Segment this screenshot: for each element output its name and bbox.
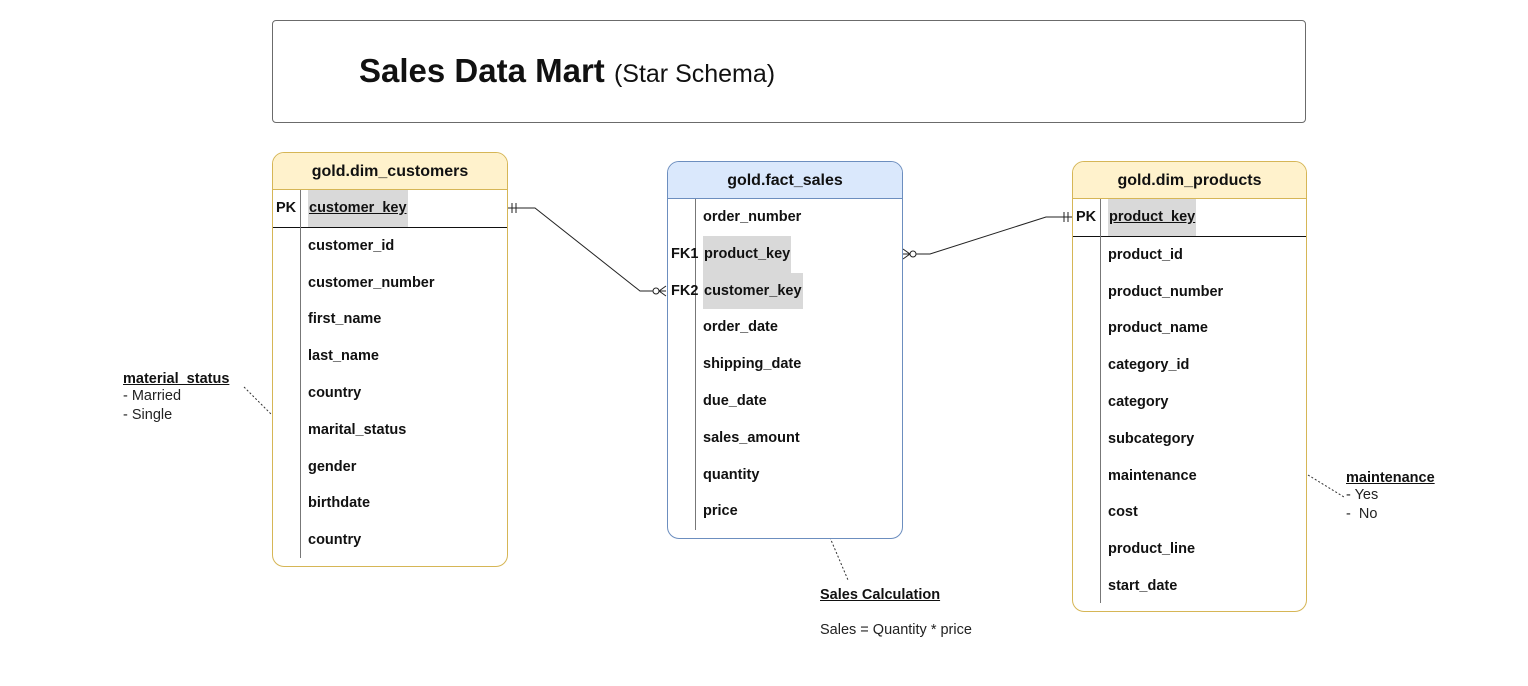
table-row-pk[interactable]: PK customer_key — [273, 190, 507, 228]
field-name: first_name — [308, 311, 382, 328]
field-due-date: due_date — [703, 392, 767, 409]
table-row[interactable]: country — [273, 522, 507, 559]
note-title: Sales Calculation — [820, 587, 941, 603]
table-row[interactable]: birthdate — [273, 485, 507, 522]
title-box: Sales Data Mart (Star Schema) — [272, 20, 1306, 123]
field-name: last_name — [308, 348, 379, 365]
table-row[interactable]: order_number — [668, 199, 902, 236]
table-row[interactable]: product_number — [1073, 274, 1306, 311]
table-dim-products[interactable]: gold.dim_products PK product_key product… — [1072, 161, 1307, 612]
field-product-key: product_key — [1108, 199, 1197, 236]
field-name: customer_id — [308, 237, 395, 254]
table-header: gold.fact_sales — [668, 162, 902, 199]
table-row[interactable]: category_id — [1073, 347, 1306, 384]
table-row[interactable]: country — [273, 375, 507, 412]
fk2-label: FK2 — [671, 282, 699, 299]
field-name: customer_number — [308, 274, 435, 291]
table-row[interactable]: customer_number — [273, 265, 507, 302]
field-sales-amount: sales_amount — [703, 429, 800, 446]
product-zero-marker — [909, 250, 917, 258]
field-name: product_number — [1108, 283, 1224, 300]
note-marital-status: material_status - Married - Single — [123, 371, 229, 425]
field-shipping-date: shipping_date — [703, 356, 802, 373]
table-row[interactable]: maintenance — [1073, 458, 1306, 495]
field-customer-key: customer_key — [308, 190, 408, 227]
table-row[interactable]: product_id — [1073, 237, 1306, 274]
field-order-number: order_number — [703, 209, 802, 225]
table-row[interactable]: gender — [273, 449, 507, 486]
field-name: category — [1108, 393, 1169, 410]
table-header: gold.dim_products — [1073, 162, 1306, 199]
pk-label: PK — [1076, 209, 1097, 225]
column-divider — [1100, 199, 1101, 603]
diagram-title: Sales Data Mart (Star Schema) — [359, 52, 775, 90]
field-price: price — [703, 503, 738, 520]
field-name: product_line — [1108, 541, 1196, 558]
note-title: material_status — [123, 371, 230, 387]
field-name: category_id — [1108, 357, 1190, 374]
field-name: maintenance — [1108, 467, 1197, 484]
product-relationship-line — [903, 216, 1072, 255]
table-row[interactable]: sales_amount — [668, 420, 902, 457]
table-row[interactable]: product_line — [1073, 531, 1306, 568]
column-divider — [300, 190, 301, 558]
sales-formula: Sales = Quantity * price — [820, 622, 972, 638]
note-sales-calculation: Sales Calculation Sales = Quantity * pri… — [820, 587, 972, 640]
table-row[interactable]: cost — [1073, 494, 1306, 531]
note-line: - Single — [123, 407, 173, 423]
table-row[interactable]: marital_status — [273, 412, 507, 449]
title-subtitle: (Star Schema) — [613, 60, 776, 88]
table-row[interactable]: shipping_date — [668, 346, 902, 383]
table-row[interactable]: due_date — [668, 383, 902, 420]
customer-crowfoot-marker — [658, 285, 667, 297]
note-line: - No — [1346, 506, 1378, 522]
table-dim-customers[interactable]: gold.dim_customers PK customer_key custo… — [272, 152, 508, 567]
field-name: start_date — [1108, 577, 1178, 594]
maintenance-note-connector — [1307, 474, 1345, 498]
title-main: Sales Data Mart — [359, 52, 605, 89]
table-row[interactable]: FK1 product_key — [668, 235, 902, 273]
table-header: gold.dim_customers — [273, 153, 507, 190]
field-name: product_id — [1108, 246, 1183, 263]
field-name: product_name — [1108, 320, 1208, 337]
field-customer-key: customer_key — [703, 272, 803, 310]
column-divider — [695, 199, 696, 530]
field-name: gender — [308, 458, 357, 475]
field-name: subcategory — [1108, 430, 1195, 447]
field-product-key: product_key — [703, 235, 792, 273]
field-name: cost — [1108, 504, 1138, 521]
field-name: country — [308, 384, 362, 401]
table-row[interactable]: last_name — [273, 338, 507, 375]
table-row[interactable]: order_date — [668, 309, 902, 346]
table-row[interactable]: start_date — [1073, 568, 1306, 605]
note-line: - Yes — [1346, 487, 1379, 503]
fk1-label: FK1 — [671, 245, 699, 262]
table-row[interactable]: price — [668, 493, 902, 530]
field-name: country — [308, 532, 362, 549]
note-line: - Married — [123, 388, 182, 404]
table-row[interactable]: subcategory — [1073, 421, 1306, 458]
table-row[interactable]: customer_id — [273, 228, 507, 265]
table-row[interactable]: quantity — [668, 457, 902, 494]
table-row[interactable]: category — [1073, 384, 1306, 421]
table-row[interactable]: first_name — [273, 301, 507, 338]
note-maintenance: maintenance - Yes - No — [1346, 470, 1435, 524]
field-quantity: quantity — [703, 466, 760, 483]
field-name: birthdate — [308, 495, 371, 512]
table-fact-sales[interactable]: gold.fact_sales order_number FK1 product… — [667, 161, 903, 539]
field-name: marital_status — [308, 421, 407, 438]
pk-label: PK — [276, 200, 297, 216]
table-row-pk[interactable]: PK product_key — [1073, 199, 1306, 237]
table-row[interactable]: FK2 customer_key — [668, 272, 902, 310]
field-order-date: order_date — [703, 319, 778, 336]
table-row[interactable]: product_name — [1073, 310, 1306, 347]
customer-zero-marker — [652, 287, 660, 295]
note-title: maintenance — [1346, 470, 1435, 486]
customer-relationship-line — [508, 207, 666, 292]
